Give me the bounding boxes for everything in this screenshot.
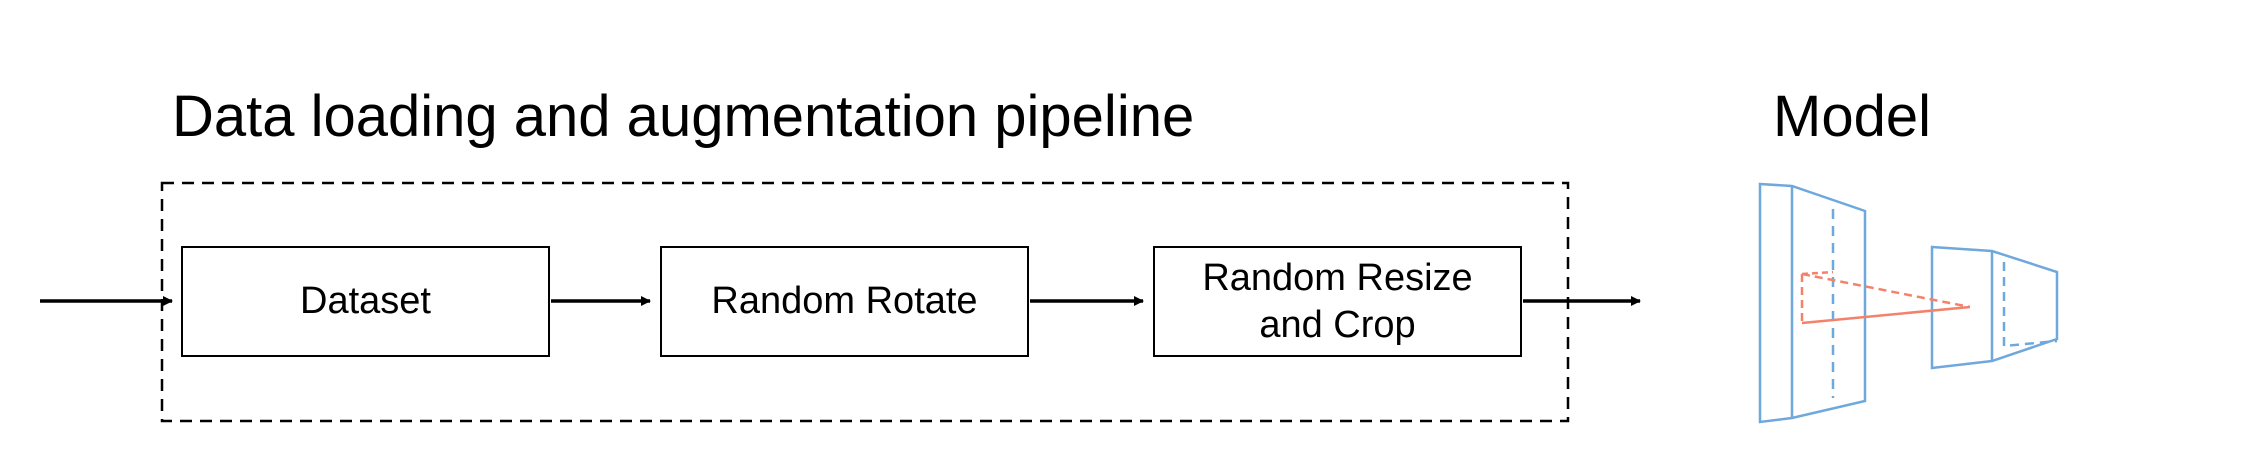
stage-random-rotate-box: Random Rotate: [660, 246, 1029, 357]
model-icon: [1758, 182, 2059, 424]
stage-random-resize-crop-label-line1: Random Resize: [1202, 256, 1473, 299]
stage-dataset-label: Dataset: [300, 280, 431, 323]
stage-dataset-box: Dataset: [181, 246, 550, 357]
model-title: Model: [1773, 84, 1931, 149]
stage-random-resize-crop-label-line2: and Crop: [1259, 303, 1416, 346]
receptive-field-icon: [1800, 270, 1971, 325]
stage-random-resize-crop-box: Random Resize and Crop: [1153, 246, 1522, 357]
pipeline-title: Data loading and augmentation pipeline: [172, 84, 1195, 149]
stage-random-rotate-label: Random Rotate: [711, 280, 978, 323]
